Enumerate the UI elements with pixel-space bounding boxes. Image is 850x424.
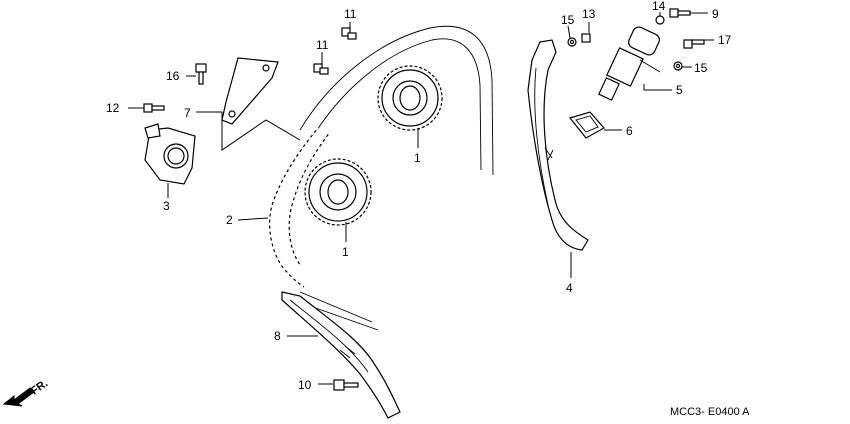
bolt-16: [195, 63, 207, 85]
tensioner-slipper: [527, 39, 589, 251]
callout-3: 3: [163, 199, 170, 213]
leader-lines: [128, 12, 714, 385]
callout-6: 6: [626, 124, 633, 138]
callout-15-lower: 15: [694, 61, 708, 75]
cam-chain-guide-plate: [221, 57, 279, 125]
callout-1-upper: 1: [414, 151, 421, 165]
bolt-17: [683, 39, 705, 49]
cam-sprocket-upper: [377, 65, 443, 131]
bolt-12: [143, 103, 165, 113]
callout-5: 5: [676, 83, 683, 97]
bolt-11-lower: [313, 63, 329, 75]
callout-14: 14: [652, 0, 666, 13]
callout-8: 8: [274, 329, 281, 343]
tensioner-lifter: [598, 26, 661, 101]
callout-17: 17: [718, 33, 732, 47]
cam-sprocket-lower: [304, 158, 372, 226]
bolt-13: [581, 33, 591, 43]
callout-1-lower: 1: [342, 245, 349, 259]
direction-label: FR.: [29, 377, 50, 397]
reference-code: MCC3- E0400 A: [670, 406, 750, 418]
bracket-plate: [144, 123, 196, 185]
washer-15-lower: [673, 61, 683, 71]
callout-9: 9: [712, 7, 719, 21]
callout-15-upper: 15: [561, 13, 575, 27]
washer-15-upper: [567, 37, 577, 47]
washer-14: [655, 15, 665, 25]
bolt-11-upper: [341, 27, 357, 40]
callout-7: 7: [184, 106, 191, 120]
front-direction-arrow: FR.: [2, 377, 50, 407]
callout-11-lower: 11: [316, 38, 329, 52]
bolt-9: [669, 8, 691, 18]
tensioner-gasket: [568, 111, 605, 139]
cam-chain-guide: [281, 291, 401, 419]
arrow-icon: [2, 387, 35, 407]
callout-11-upper: 11: [344, 7, 357, 21]
callout-10: 10: [298, 378, 312, 392]
callout-12: 12: [106, 101, 120, 115]
callout-13: 13: [582, 7, 596, 21]
bolt-10: [333, 379, 359, 391]
callout-4: 4: [566, 281, 573, 295]
callout-2: 2: [226, 213, 233, 227]
callout-16: 16: [166, 69, 180, 83]
